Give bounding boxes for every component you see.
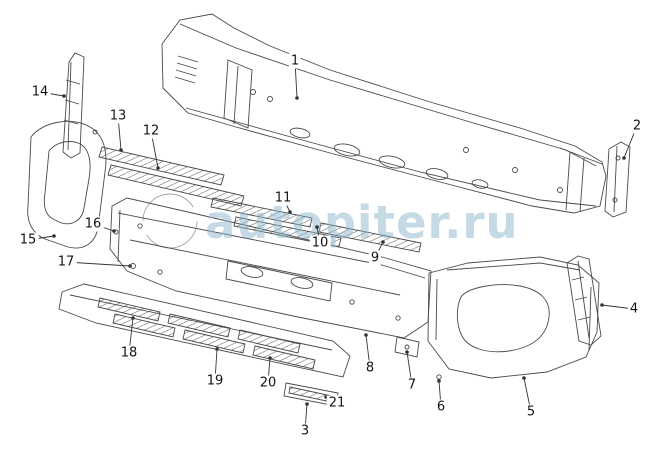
callout-3: 3 xyxy=(298,423,312,439)
leader-dot-10 xyxy=(315,225,319,229)
leader-dot-6 xyxy=(437,379,441,383)
callout-1: 1 xyxy=(288,53,302,69)
leader-dot-18 xyxy=(131,316,135,320)
callout-13: 13 xyxy=(107,108,129,124)
part-front-panel xyxy=(162,14,606,213)
leader-dot-12 xyxy=(156,166,160,170)
leader-dot-17 xyxy=(128,264,132,268)
leader-dot-4 xyxy=(600,303,604,307)
callout-11: 11 xyxy=(272,190,294,206)
callout-14: 14 xyxy=(29,84,51,100)
callout-8: 8 xyxy=(363,360,377,376)
callout-12: 12 xyxy=(140,123,162,139)
callout-16: 16 xyxy=(82,216,104,232)
leader-dot-11 xyxy=(288,210,292,214)
watermark-logo-icon xyxy=(143,194,197,248)
part-lower-grille xyxy=(59,284,350,377)
callout-15: 15 xyxy=(17,232,39,248)
leader-dot-15 xyxy=(52,234,56,238)
watermark: autopiter.ru xyxy=(143,194,519,249)
part-center-bumper xyxy=(110,198,431,338)
callout-20: 20 xyxy=(257,375,279,391)
callout-19: 19 xyxy=(204,373,226,389)
leader-dot-5 xyxy=(522,376,526,380)
callout-2: 2 xyxy=(630,118,644,134)
leader-dot-2 xyxy=(622,156,626,160)
leader-dot-3 xyxy=(305,402,309,406)
callout-18: 18 xyxy=(118,345,140,361)
watermark-text: autopiter.ru xyxy=(205,196,519,249)
part-right-bracket xyxy=(605,142,630,217)
leader-dot-14 xyxy=(62,94,66,98)
leader-dot-7 xyxy=(405,350,409,354)
callout-21: 21 xyxy=(326,395,348,411)
leader-line-17 xyxy=(65,261,131,267)
callout-9: 9 xyxy=(368,250,382,266)
leader-dot-9 xyxy=(381,240,385,244)
callout-4: 4 xyxy=(627,301,641,317)
leader-dot-1 xyxy=(295,96,299,100)
part-right-strip xyxy=(567,256,601,345)
leader-dot-8 xyxy=(364,333,368,337)
callout-5: 5 xyxy=(524,404,538,420)
leader-dot-20 xyxy=(268,356,272,360)
callout-17: 17 xyxy=(55,254,77,270)
callout-7: 7 xyxy=(405,377,419,393)
part-left-bracket xyxy=(63,53,84,158)
leader-dot-19 xyxy=(215,347,219,351)
leader-dot-16 xyxy=(112,229,116,233)
leader-dot-13 xyxy=(119,148,123,152)
part-grille-strips-upper xyxy=(99,147,244,206)
callout-10: 10 xyxy=(309,235,331,251)
part-small-bracket xyxy=(395,337,419,357)
callout-6: 6 xyxy=(434,399,448,415)
